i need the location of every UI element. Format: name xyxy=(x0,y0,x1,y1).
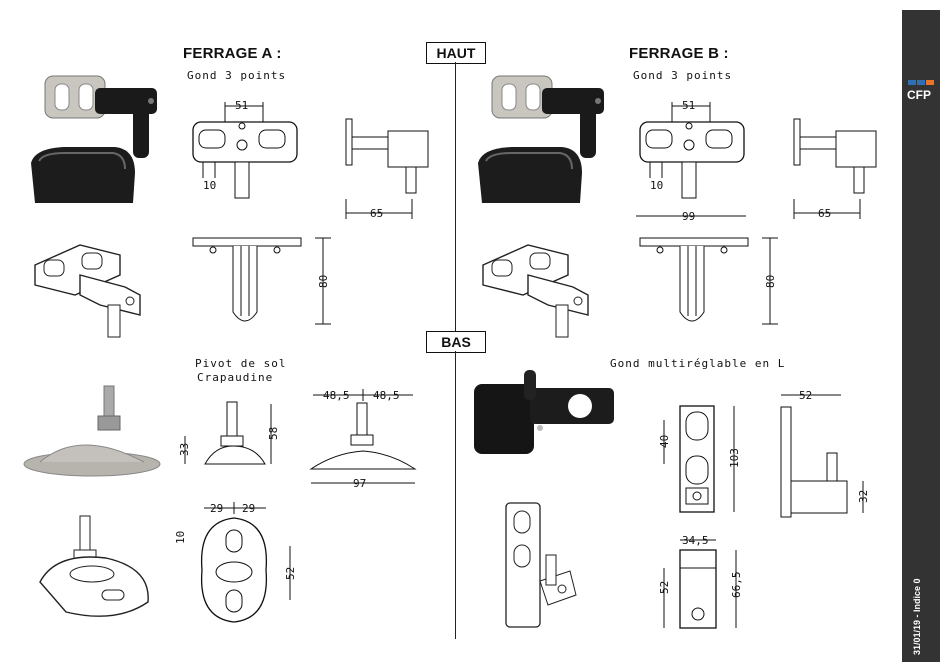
dim-gond-52: 52 xyxy=(658,581,671,594)
ferrage-a-photo-cover xyxy=(25,143,135,208)
center-divider xyxy=(455,62,456,331)
ferrage-b-photo-iso xyxy=(478,235,598,340)
ferrage-a-subtitle: Gond 3 points xyxy=(187,69,286,82)
section-label-haut: HAUT xyxy=(426,42,486,64)
dim-pivot-58: 58 xyxy=(267,427,280,440)
ferrage-b-front-view: 51 10 99 xyxy=(632,100,762,225)
dim-a-51: 51 xyxy=(235,99,248,112)
dim-pivot-48b: 48,5 xyxy=(373,389,400,402)
section-label-bas: BAS xyxy=(426,331,486,353)
dim-gond-52top: 52 xyxy=(799,389,812,402)
pivot-title-line1: Pivot de sol xyxy=(195,357,286,370)
ferrage-b-photo-cover xyxy=(472,143,582,208)
dim-gond-66: 66,5 xyxy=(730,572,743,599)
pivot-side-view: 33 58 xyxy=(175,398,295,478)
cfp-logo: CFP xyxy=(906,78,936,106)
ferrage-a-photo-iso xyxy=(30,235,150,340)
dim-gond-34: 34,5 xyxy=(682,534,709,547)
pivot-title-line2: Crapaudine xyxy=(197,371,273,384)
sidebar-bar xyxy=(902,10,940,662)
ferrage-b-side-view: 65 xyxy=(788,115,883,225)
ferrage-a-front-view: 51 10 xyxy=(185,100,315,210)
pivot-photo-iso xyxy=(36,512,156,624)
footer-date-index: 31/01/19 - Indice 0 xyxy=(912,578,922,655)
dim-a-10: 10 xyxy=(203,179,216,192)
pivot-top-view: 29 29 10 52 xyxy=(170,500,305,635)
dim-pivot-29b: 29 xyxy=(242,502,255,515)
dim-pivot-29a: 29 xyxy=(210,502,223,515)
ferrage-a-title: FERRAGE A : xyxy=(183,45,282,62)
dim-gond-32: 32 xyxy=(857,490,870,503)
gond-l-top-view: 34,5 52 66,5 xyxy=(650,530,750,635)
ferrage-b-title: FERRAGE B : xyxy=(629,45,729,62)
dim-a-80: 80 xyxy=(317,275,330,288)
center-divider-lower xyxy=(455,351,456,639)
pivot-front-view: 48,5 48,5 97 xyxy=(305,383,420,493)
gond-l-photo-black xyxy=(470,368,620,478)
dim-gond-103: 103 xyxy=(728,448,741,468)
ferrage-b-subtitle: Gond 3 points xyxy=(633,69,732,82)
dim-pivot-97: 97 xyxy=(353,477,366,490)
pivot-photo-steel xyxy=(20,382,165,482)
ferrage-a-side-view: 65 xyxy=(340,115,435,225)
dim-pivot-48a: 48,5 xyxy=(323,389,350,402)
gond-l-side-view: 52 32 xyxy=(775,385,880,525)
gond-l-front-view: 40 103 xyxy=(650,400,750,520)
dim-pivot-10: 10 xyxy=(174,531,187,544)
dim-b-65: 65 xyxy=(818,207,831,220)
gond-l-title: Gond multiréglable en L xyxy=(610,357,785,370)
cfp-logo-text: CFP xyxy=(907,88,931,102)
dim-b-99: 99 xyxy=(682,210,695,223)
dim-pivot-33: 33 xyxy=(178,443,191,456)
dim-b-10: 10 xyxy=(650,179,663,192)
ferrage-b-top-view: 80 xyxy=(632,232,782,332)
dim-a-65: 65 xyxy=(370,207,383,220)
dim-b-51: 51 xyxy=(682,99,695,112)
gond-l-photo-iso xyxy=(500,495,590,635)
dim-pivot-52: 52 xyxy=(284,567,297,580)
ferrage-a-top-view: 80 xyxy=(185,232,335,332)
dim-gond-40: 40 xyxy=(658,435,671,448)
dim-b-80: 80 xyxy=(764,275,777,288)
